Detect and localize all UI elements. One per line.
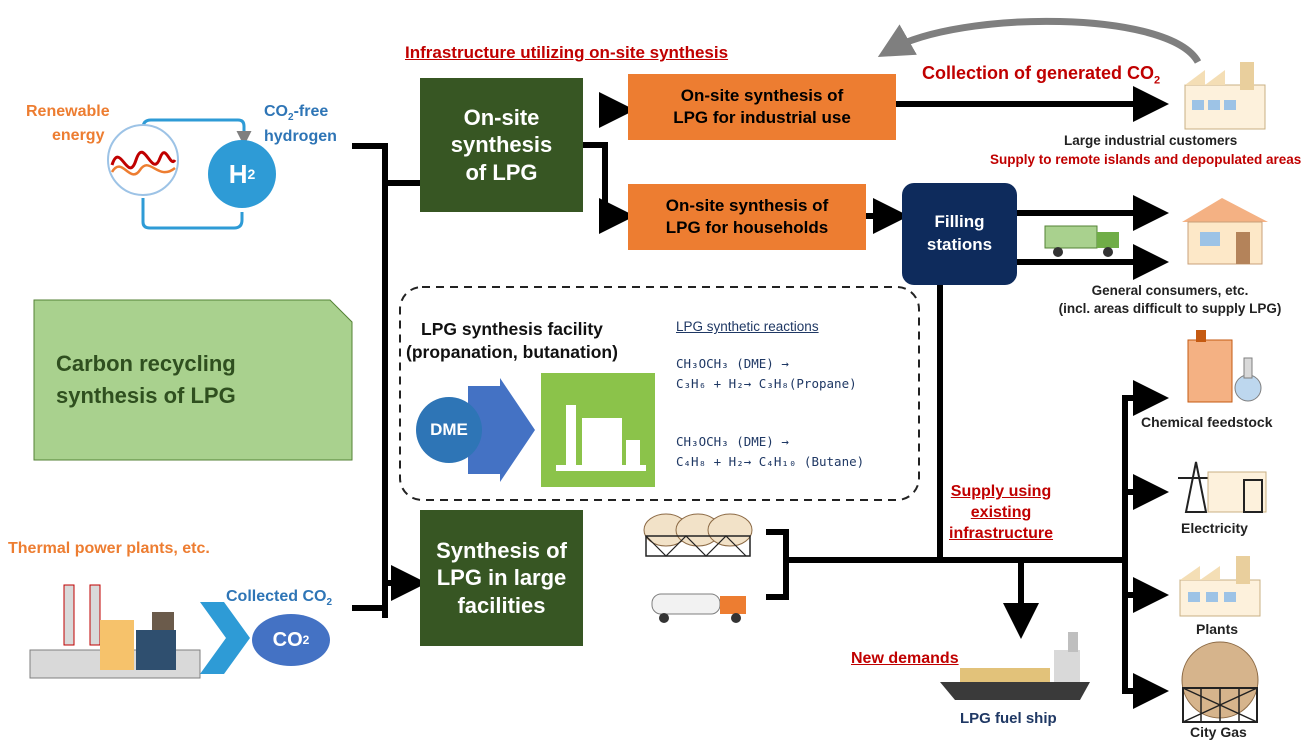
collection-co2-label: Collection of generated CO2 (922, 63, 1161, 87)
facility-dashed-frame (399, 286, 920, 501)
reaction-1-line-1: CH₃OCH₃ (DME) → (676, 356, 789, 371)
carbon-recycling-shape (33, 299, 353, 461)
new-demands-label: New demands (851, 650, 959, 667)
large-industrial-label: Large industrial customers (1064, 133, 1238, 148)
factory-icon (1184, 62, 1266, 130)
power-plant-icon (1178, 461, 1267, 513)
infrastructure-title: Infrastructure utilizing on-site synthes… (405, 43, 729, 62)
collected-co2-label: Collected CO2 (226, 588, 333, 609)
reaction-2-line-1: CH₃OCH₃ (DME) → (676, 434, 789, 449)
chemical-feedstock-label: Chemical feedstock (1141, 414, 1273, 430)
remote-islands-label: Supply to remote islands and depopulated… (990, 152, 1302, 167)
tank-icon (643, 513, 753, 557)
plants-label: Plants (1196, 621, 1239, 637)
truck-icon (1044, 225, 1119, 257)
facility-title: LPG synthesis facility (propanation, but… (406, 319, 618, 362)
reaction-1-line-2: C₃H₆ + H₂→ C₃H₈(Propane) (676, 376, 857, 391)
gas-sphere-icon (1181, 641, 1259, 723)
thermal-plant-icon (29, 584, 201, 679)
plant-icon (1179, 556, 1261, 617)
carbon-recycling-label: Carbon recycling synthesis of LPG (56, 351, 236, 408)
synthesis-plant-icon (541, 373, 655, 487)
general-consumers-label: General consumers, etc. (incl. areas dif… (1058, 283, 1282, 316)
ship-icon (940, 632, 1090, 700)
existing-infra-label: Supply using existing infrastructure (949, 483, 1054, 542)
house-icon (1182, 198, 1268, 265)
main-bus-lines (352, 143, 420, 618)
renewable-wave-icon (107, 124, 179, 196)
thermal-plants-label: Thermal power plants, etc. (8, 540, 210, 557)
renewable-energy-label: Renewable energy (26, 103, 110, 144)
co2-free-hydrogen-label: CO2-free hydrogen (264, 103, 337, 146)
dme-circle: DME (416, 397, 482, 463)
city-gas-label: City Gas (1190, 724, 1247, 740)
chemical-plant-icon (1187, 330, 1262, 403)
block-arrow-icon (468, 378, 535, 482)
reaction-2-line-2: C₄H₈ + H₂→ C₄H₁₀ (Butane) (676, 454, 865, 469)
reactions-title: LPG synthetic reactions (676, 319, 819, 334)
fuel-ship-label: LPG fuel ship (960, 710, 1057, 727)
tanker-truck-icon (651, 593, 746, 623)
curved-arrow-icon (877, 17, 1202, 64)
chevron-icon (200, 602, 250, 674)
electricity-label: Electricity (1181, 520, 1248, 536)
